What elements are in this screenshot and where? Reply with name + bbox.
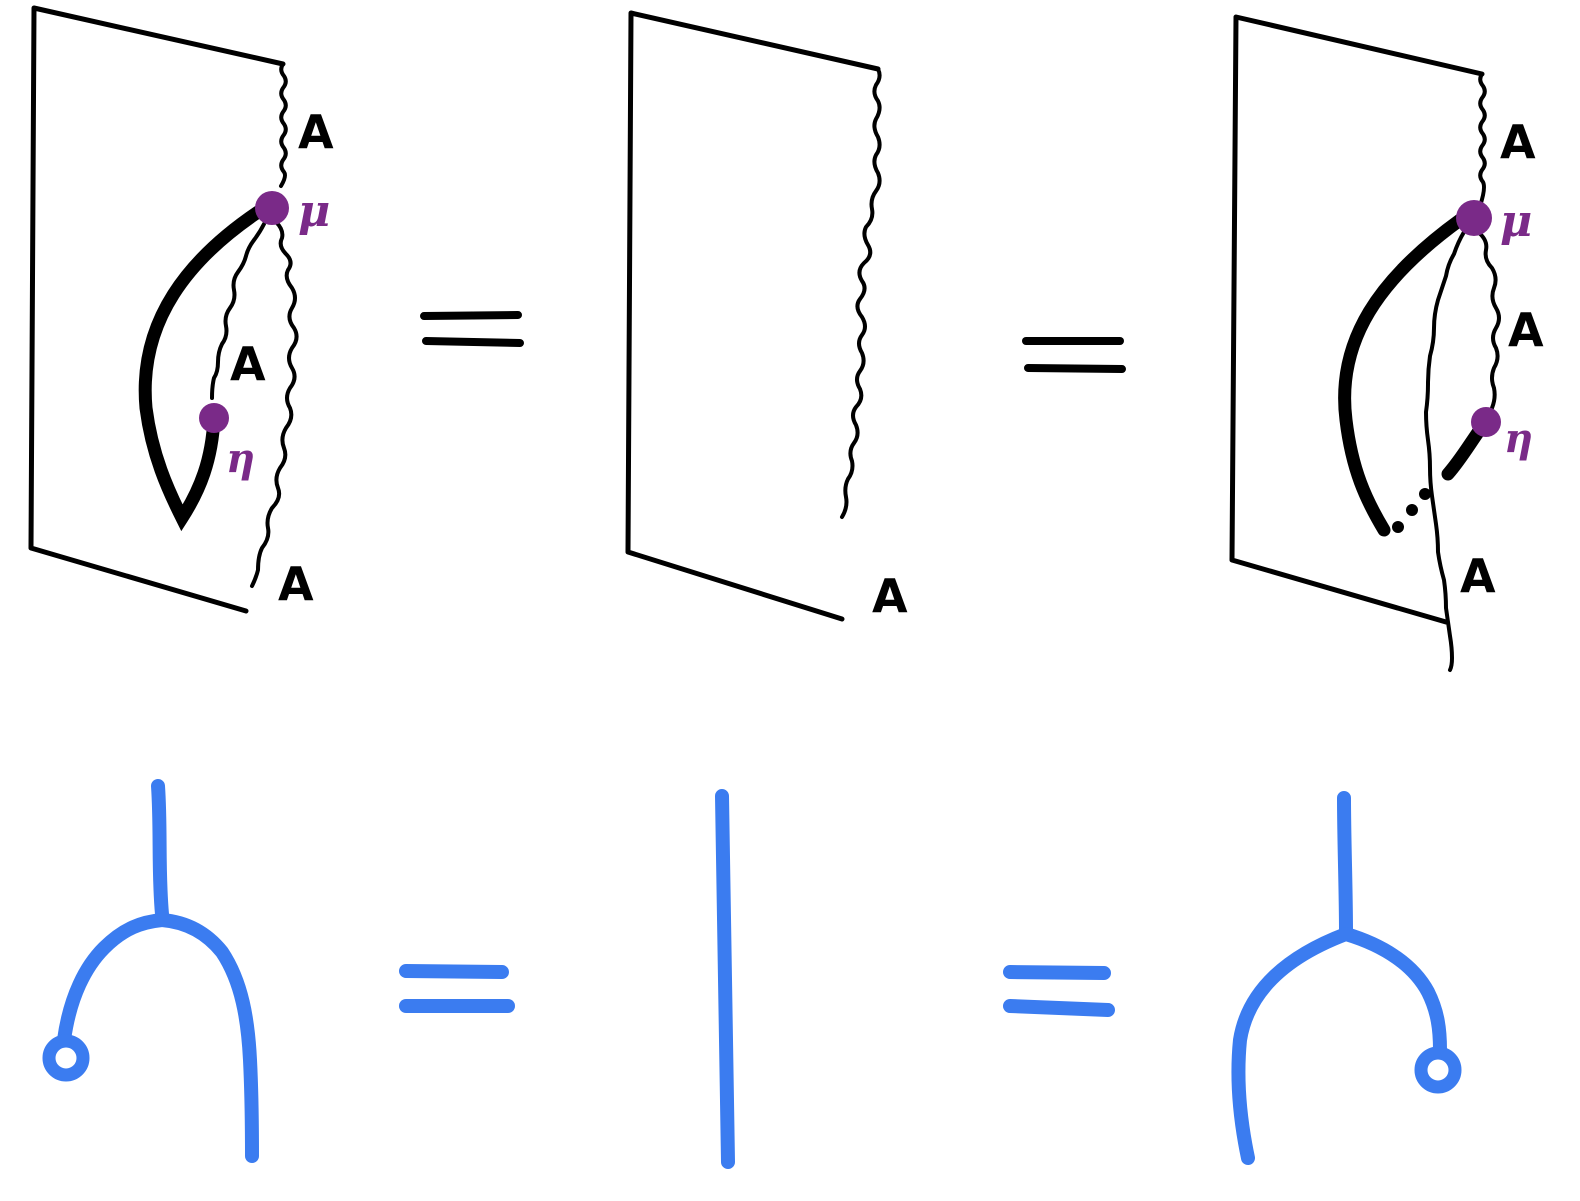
left-label-top-a: A xyxy=(298,105,334,159)
right-string-arch xyxy=(1231,927,1447,1165)
left-label-eta: η xyxy=(226,435,255,482)
middle-string-line xyxy=(715,789,735,1169)
right-label-mu: μ xyxy=(1500,196,1532,247)
middle-label-a: A xyxy=(872,569,908,623)
right-label-mid-a: A xyxy=(1508,303,1544,357)
middle-surface-panel: A xyxy=(625,10,908,623)
bottom-equals-sign-2 xyxy=(1003,965,1115,1017)
right-mu-to-eta-line xyxy=(1476,230,1501,426)
top-equals-sign-2 xyxy=(1022,337,1126,373)
left-surface-panel: A A A μ η xyxy=(28,5,334,614)
left-string-diagram xyxy=(42,779,259,1163)
bottom-equals-2-upper xyxy=(1003,965,1111,980)
bottom-equals-1-upper xyxy=(399,964,509,979)
left-string-arch xyxy=(57,913,259,1163)
left-eta-dot xyxy=(199,403,229,433)
left-sheet-frame xyxy=(28,5,286,614)
right-eta-dot xyxy=(1471,407,1501,437)
right-string-diagram xyxy=(1231,791,1462,1165)
left-label-bottom-a: A xyxy=(278,557,314,611)
left-mu-dot xyxy=(255,191,289,225)
right-hidden-dot-2 xyxy=(1406,504,1418,516)
left-string-trunk xyxy=(151,779,169,921)
left-thick-fold-line xyxy=(138,205,265,532)
right-label-eta: η xyxy=(1504,415,1533,462)
top-equals-1-lower xyxy=(422,337,524,347)
left-sheet-wavy-edge xyxy=(279,62,288,188)
right-surface-panel: A A A μ η xyxy=(1229,14,1544,672)
right-sheet-wavy-edge xyxy=(1478,72,1487,208)
left-label-mu: μ xyxy=(298,186,330,237)
right-label-top-a: A xyxy=(1500,115,1536,169)
bottom-equals-sign-1 xyxy=(399,964,515,1013)
right-mu-dot xyxy=(1456,200,1492,236)
middle-sheet-frame xyxy=(625,10,881,622)
right-thick-fold-line xyxy=(1338,213,1467,537)
left-mu-to-eta-line xyxy=(210,222,266,400)
left-seam-line xyxy=(250,220,299,588)
top-equals-1-upper xyxy=(420,311,522,320)
right-seam-line xyxy=(1424,230,1466,672)
right-hidden-dot-3 xyxy=(1419,488,1431,500)
left-label-mid-a: A xyxy=(230,337,266,391)
right-hidden-dot-1 xyxy=(1392,521,1404,533)
bottom-equals-2-lower xyxy=(1003,999,1115,1017)
right-label-bottom-a: A xyxy=(1460,549,1496,603)
middle-sheet-wavy-edge xyxy=(840,67,882,519)
top-equals-sign-1 xyxy=(420,311,524,347)
left-string-unit-circle xyxy=(42,1034,90,1082)
right-string-trunk xyxy=(1337,791,1353,939)
right-sheet-frame xyxy=(1229,14,1485,625)
top-equals-2-lower xyxy=(1024,364,1126,373)
right-string-unit-circle xyxy=(1414,1046,1462,1094)
